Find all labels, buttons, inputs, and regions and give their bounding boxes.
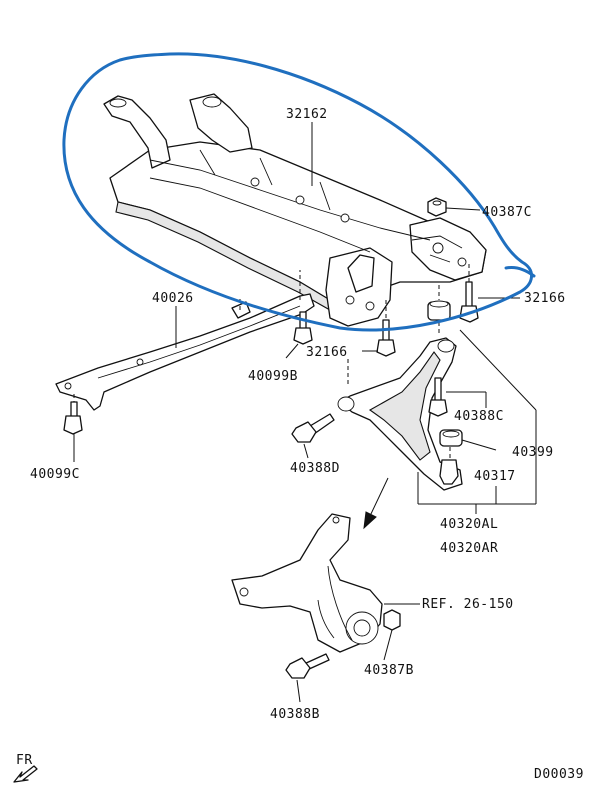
knuckle-drawing [231, 513, 420, 653]
bolt-40388d-drawing [291, 413, 335, 459]
label-32166-right: 32166 [524, 291, 566, 306]
label-40388c: 40388C [454, 409, 504, 424]
direction-arrow [363, 477, 389, 530]
highlight-loop [62, 52, 533, 332]
label-40026: 40026 [152, 291, 194, 306]
nut-40387c-drawing [427, 197, 481, 217]
lower-arm-drawing [337, 337, 463, 491]
callout-bracket [417, 329, 537, 514]
label-ref-26-150: REF. 26-150 [422, 597, 514, 612]
label-40317: 40317 [474, 469, 516, 484]
label-40387b: 40387B [364, 663, 414, 678]
label-fr: FR [16, 753, 33, 768]
bushing-40317-drawing [439, 429, 497, 451]
label-diagram-code: D00039 [534, 767, 584, 782]
label-40387c: 40387C [482, 205, 532, 220]
label-40388b: 40388B [270, 707, 320, 722]
bolt-40388c-drawing [428, 377, 486, 417]
nut-40387b-drawing [383, 609, 401, 661]
label-40099b: 40099B [248, 369, 298, 384]
label-40099c: 40099C [30, 467, 80, 482]
label-40399: 40399 [512, 445, 554, 460]
label-40320al: 40320AL [440, 517, 498, 532]
bushing-upper-drawing [427, 285, 451, 336]
crossmember-drawing [103, 93, 487, 327]
bolt-40099c-drawing [63, 394, 83, 462]
bolt-40388b-drawing [285, 653, 330, 703]
highlight-tail [504, 266, 536, 278]
brace-40026-drawing [55, 270, 315, 411]
front-arrow-icon [13, 765, 38, 783]
label-40388d: 40388D [290, 461, 340, 476]
label-40320ar: 40320AR [440, 541, 498, 556]
label-32162: 32162 [286, 107, 328, 122]
label-32166-center: 32166 [306, 345, 348, 360]
